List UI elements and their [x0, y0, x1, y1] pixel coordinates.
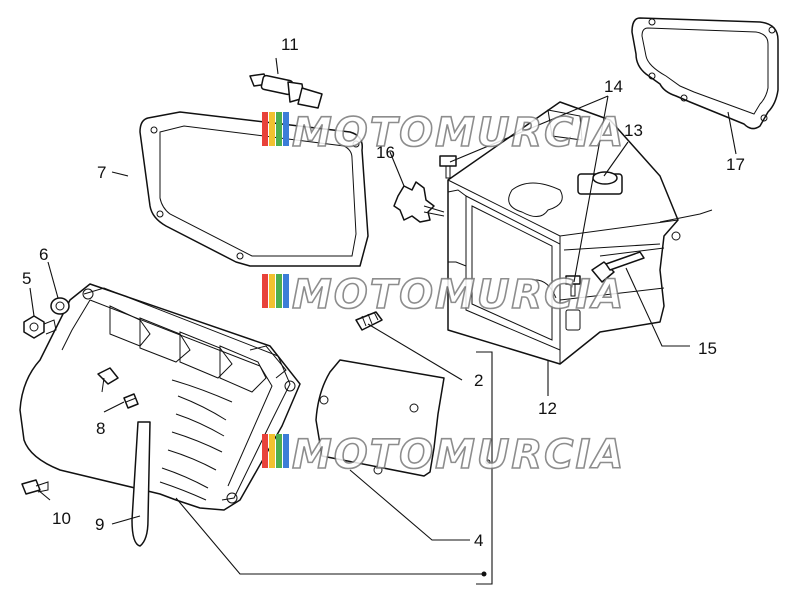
- leader-lines: [29, 57, 737, 585]
- watermark-middle: MOTOMURCIA: [262, 271, 625, 319]
- gasket-7: [139, 111, 369, 267]
- cylinder-head: [19, 283, 301, 511]
- callout-9: 9: [95, 515, 104, 534]
- cylinder-head-cover-12: [447, 101, 713, 365]
- watermark-top: MOTOMURCIA: [262, 109, 625, 157]
- screw-10: [21, 479, 49, 495]
- plate-4: [315, 359, 491, 477]
- callout-15: 15: [698, 339, 717, 358]
- svg-text:MOTOMURCIA: MOTOMURCIA: [292, 110, 625, 156]
- callout-11: 11: [281, 35, 299, 54]
- bolt-15: [591, 251, 645, 283]
- callout-7: 7: [97, 163, 106, 182]
- callout-5: 5: [22, 269, 31, 288]
- callout-2: 2: [474, 371, 483, 390]
- callout-14: 14: [604, 77, 623, 96]
- callout-4: 4: [474, 531, 483, 550]
- callout-12: 12: [538, 399, 557, 418]
- callout-16: 16: [376, 143, 395, 162]
- svg-text:MOTOMURCIA: MOTOMURCIA: [292, 432, 625, 478]
- callout-17: 17: [726, 155, 745, 174]
- stud-2: [355, 311, 383, 331]
- screw-14a: [439, 155, 457, 179]
- washer-6: [50, 297, 70, 315]
- callout-8: 8: [96, 419, 105, 438]
- callout-10: 10: [52, 509, 71, 528]
- nut-5: [23, 315, 57, 339]
- callout-13: 13: [624, 121, 643, 140]
- screw-14b: [565, 275, 581, 297]
- fitting-8: [123, 393, 139, 409]
- spark-plug-11: [249, 73, 323, 109]
- breather-16: [393, 181, 445, 223]
- svg-text:MOTOMURCIA: MOTOMURCIA: [292, 272, 625, 318]
- hose-9: [131, 421, 151, 547]
- watermark-bottom: MOTOMURCIA: [262, 431, 625, 479]
- gasket-17: [631, 17, 779, 130]
- callout-6: 6: [39, 245, 48, 264]
